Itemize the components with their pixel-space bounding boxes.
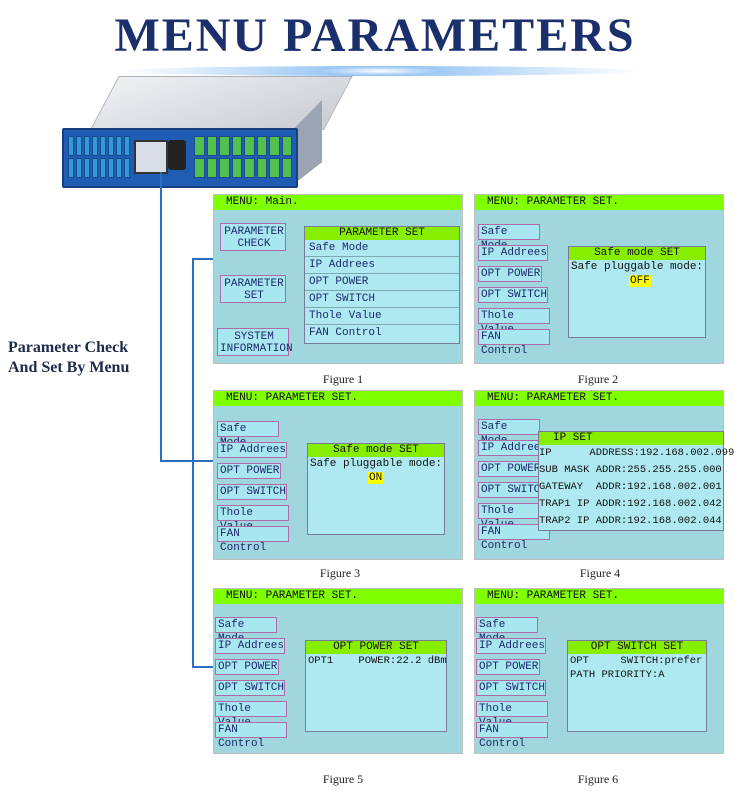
menu-item-thole-value[interactable]: Thole Value bbox=[478, 308, 550, 336]
side-label: Parameter Check And Set By Menu bbox=[8, 339, 130, 376]
opt-power-set-title: OPT POWER SET bbox=[306, 641, 446, 654]
menu-item-opt-power[interactable]: OPT POWER bbox=[476, 659, 540, 675]
list-item[interactable]: Thole Value bbox=[305, 308, 459, 325]
connector-line bbox=[192, 666, 220, 668]
menu-item-opt-power[interactable]: OPT POWER bbox=[478, 266, 542, 282]
menu-item-thole-value[interactable]: Thole Value bbox=[476, 701, 548, 729]
figure-caption: Figure 5 bbox=[322, 772, 364, 786]
opt-power-set-box: OPT POWER SET OPT1 POWER:22.2 dBm bbox=[305, 640, 447, 732]
parameter-check-button[interactable]: PARAMETER CHECK bbox=[220, 223, 286, 251]
safe-mode-value-row: ON bbox=[308, 471, 444, 485]
safe-pluggable-mode-label: Safe pluggable mode: bbox=[571, 261, 704, 273]
figure5-panel: MENU: PARAMETER SET. Safe Mode IP Addree… bbox=[213, 588, 463, 754]
safe-mode-value[interactable]: ON bbox=[368, 472, 384, 484]
safe-mode-set-box: Safe mode SET Safe pluggable mode: OFF bbox=[568, 246, 706, 338]
figure4-panel: MENU: PARAMETER SET. Safe Mode IP Addree… bbox=[474, 390, 735, 560]
menu-item-safe-mode[interactable]: Safe Mode bbox=[217, 421, 279, 449]
figure6-panel: MENU: PARAMETER SET. Safe Mode IP Addree… bbox=[474, 588, 724, 754]
menu-item-fan-control[interactable]: FAN Control bbox=[478, 329, 550, 357]
figure-caption: Figure 6 bbox=[577, 772, 619, 786]
menu-item-ip-address[interactable]: IP Addrees bbox=[215, 638, 285, 654]
menu-item-opt-switch[interactable]: OPT SWITCH bbox=[476, 680, 546, 696]
list-item[interactable]: IP Addrees bbox=[305, 257, 459, 274]
system-information-button[interactable]: SYSTEM INFORMATION bbox=[217, 328, 293, 356]
panel-header: MENU: PARAMETER SET. bbox=[475, 391, 723, 406]
opt1-power-row[interactable]: OPT1 POWER:22.2 dBm bbox=[308, 655, 447, 667]
safe-mode-set-title: Safe mode SET bbox=[308, 444, 444, 457]
connector-line bbox=[160, 172, 162, 462]
gateway-row[interactable]: GATEWAY ADDR:192.168.002.001 bbox=[539, 481, 722, 493]
device-keypad bbox=[168, 140, 186, 170]
sub-mask-row[interactable]: SUB MASK ADDR:255.255.255.000 bbox=[539, 464, 722, 476]
trap2-row[interactable]: TRAP2 IP ADDR:192.168.002.044 bbox=[539, 515, 722, 527]
page-title: MENU PARAMETERS bbox=[114, 9, 636, 62]
safe-mode-set-box: Safe mode SET Safe pluggable mode: ON bbox=[307, 443, 445, 535]
figure3-panel: MENU: PARAMETER SET. Safe Mode IP Addree… bbox=[213, 390, 463, 560]
list-item[interactable]: Safe Mode bbox=[305, 240, 459, 257]
menu-item-thole-value[interactable]: Thole Value bbox=[217, 505, 289, 533]
figure-caption: Figure 2 bbox=[577, 372, 619, 386]
menu-item-ip-address[interactable]: IP Addrees bbox=[478, 440, 548, 456]
connector-line bbox=[160, 460, 220, 462]
parameter-set-list-title: PARAMETER SET bbox=[305, 227, 459, 240]
menu-item-fan-control[interactable]: FAN Control bbox=[217, 526, 289, 554]
list-item[interactable]: OPT SWITCH bbox=[305, 291, 459, 308]
connector-line bbox=[192, 258, 194, 668]
menu-item-safe-mode[interactable]: Safe Mode bbox=[476, 617, 538, 645]
device-front-panel bbox=[62, 128, 298, 188]
figure-caption: Figure 3 bbox=[319, 566, 361, 580]
menu-item-ip-address[interactable]: IP Addrees bbox=[217, 442, 287, 458]
menu-item-opt-switch[interactable]: OPT SWITCH bbox=[217, 484, 287, 500]
figure-caption: Figure 4 bbox=[579, 566, 621, 580]
figure2-panel: MENU: PARAMETER SET. Safe Mode IP Addree… bbox=[474, 194, 724, 364]
right-port-array bbox=[194, 136, 292, 178]
opt-switch-set-box: OPT SWITCH SET OPT SWITCH:prefer PATH PR… bbox=[567, 640, 707, 732]
menu-item-fan-control[interactable]: FAN Control bbox=[478, 524, 550, 552]
left-port-array bbox=[68, 136, 130, 178]
list-item[interactable]: OPT POWER bbox=[305, 274, 459, 291]
trap1-row[interactable]: TRAP1 IP ADDR:192.168.002.042 bbox=[539, 498, 722, 510]
menu-item-ip-address[interactable]: IP Addrees bbox=[476, 638, 546, 654]
ip-set-title: IP SET bbox=[539, 432, 723, 445]
path-priority-row[interactable]: PATH PRIORITY:A bbox=[570, 669, 665, 681]
opt-switch-row[interactable]: OPT SWITCH:prefer bbox=[570, 655, 703, 667]
menu-item-opt-power[interactable]: OPT POWER bbox=[217, 463, 281, 479]
menu-item-opt-switch[interactable]: OPT SWITCH bbox=[215, 680, 285, 696]
menu-item-opt-power[interactable]: OPT POWER bbox=[478, 461, 542, 477]
menu-item-opt-power[interactable]: OPT POWER bbox=[215, 659, 279, 675]
panel-header: MENU: PARAMETER SET. bbox=[475, 589, 723, 604]
safe-mode-value[interactable]: OFF bbox=[629, 275, 651, 287]
connector-line bbox=[192, 258, 220, 260]
parameter-set-button[interactable]: PARAMETER SET bbox=[220, 275, 286, 303]
device-image bbox=[62, 76, 353, 188]
menu-item-fan-control[interactable]: FAN Control bbox=[476, 722, 548, 750]
menu-item-safe-mode[interactable]: Safe Mode bbox=[478, 224, 540, 252]
figure1-panel: MENU: Main. PARAMETER CHECK PARAMETER SE… bbox=[213, 194, 463, 364]
menu-item-safe-mode[interactable]: Safe Mode bbox=[215, 617, 277, 645]
panel-header: MENU: PARAMETER SET. bbox=[475, 195, 723, 210]
ip-set-box: IP SET IP ADDRESS:192.168.002.099 SUB MA… bbox=[538, 431, 735, 531]
menu-item-opt-switch[interactable]: OPT SWITCH bbox=[478, 287, 548, 303]
device-lcd bbox=[134, 140, 168, 174]
title-glow bbox=[320, 66, 440, 76]
menu-item-ip-address[interactable]: IP Addrees bbox=[478, 245, 548, 261]
figure-caption: Figure 1 bbox=[322, 372, 364, 386]
menu-item-fan-control[interactable]: FAN Control bbox=[215, 722, 287, 750]
menu-item-safe-mode[interactable]: Safe Mode bbox=[478, 419, 540, 447]
panel-header: MENU: PARAMETER SET. bbox=[214, 391, 462, 406]
ip-address-row[interactable]: IP ADDRESS:192.168.002.099 bbox=[539, 447, 735, 459]
list-item[interactable]: FAN Control bbox=[309, 327, 382, 339]
menu-item-thole-value[interactable]: Thole Value bbox=[215, 701, 287, 729]
opt-switch-set-title: OPT SWITCH SET bbox=[568, 641, 706, 654]
safe-mode-set-title: Safe mode SET bbox=[569, 247, 705, 260]
safe-pluggable-mode-label: Safe pluggable mode: bbox=[310, 458, 443, 470]
menu-item-opt-switch[interactable]: OPT SWITCH bbox=[478, 482, 548, 498]
panel-header: MENU: PARAMETER SET. bbox=[214, 589, 462, 604]
safe-mode-value-row: OFF bbox=[569, 274, 705, 288]
panel-header: MENU: Main. bbox=[214, 195, 462, 210]
parameter-set-list: PARAMETER SET Safe Mode IP Addrees OPT P… bbox=[304, 226, 460, 344]
